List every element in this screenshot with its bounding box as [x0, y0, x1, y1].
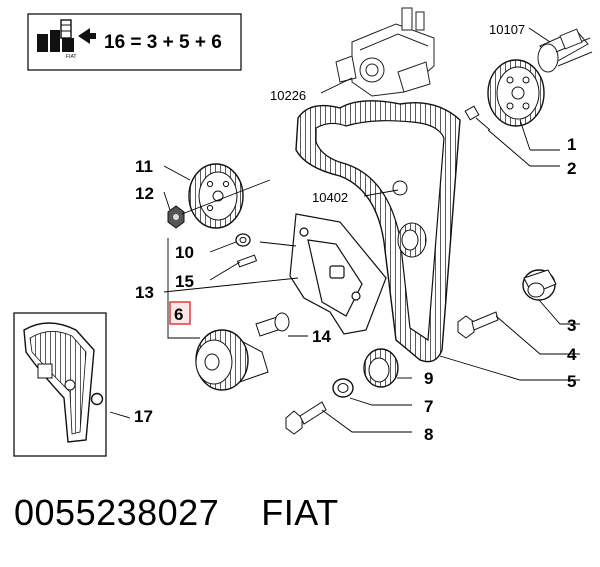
callout-10226: 10226	[270, 88, 306, 103]
part-number: 0055238027	[14, 492, 220, 533]
callout-12: 12	[135, 184, 154, 203]
callout-10107: 10107	[489, 22, 525, 37]
callout-4: 4	[567, 345, 577, 364]
callout-2: 2	[567, 159, 576, 178]
callout-9: 9	[424, 369, 433, 388]
stud-15	[236, 254, 258, 268]
brand-label: FIAT	[261, 492, 339, 533]
callout-11: 11	[135, 157, 153, 176]
callout-7: 7	[424, 397, 433, 416]
bolt-8	[285, 401, 327, 435]
tensioner-pulley	[195, 329, 269, 391]
washer-7	[332, 378, 354, 398]
injection-pump	[335, 7, 435, 97]
camshaft	[537, 28, 593, 73]
timing-belt	[295, 100, 461, 363]
callout-17: 17	[134, 407, 153, 426]
camshaft-pulley	[487, 59, 545, 127]
callout-13: 13	[135, 283, 154, 302]
kit-legend-box: FIAT 16 = 3 + 5 + 6	[27, 13, 242, 71]
bolt-2	[464, 105, 491, 131]
bolt-4	[457, 311, 499, 339]
callout-6: 6	[174, 305, 183, 324]
idler-pulley-upper	[397, 222, 427, 258]
part-footer: 0055238027 FIAT	[14, 492, 339, 534]
roller-3	[522, 269, 557, 301]
inset-box	[13, 312, 107, 457]
svg-text:FIAT: FIAT	[66, 54, 76, 60]
callout-1: 1	[567, 135, 576, 154]
callout-8: 8	[424, 425, 433, 444]
tensioner-bracket	[289, 213, 387, 335]
kit-formula: 16 = 3 + 5 + 6	[104, 32, 222, 53]
callout-15: 15	[175, 272, 194, 291]
callout-14: 14	[312, 327, 331, 346]
pulley-9	[363, 348, 399, 388]
leader-lines	[109, 27, 580, 433]
callout-6-highlight: 6	[169, 301, 191, 325]
belt-pin-10402	[392, 180, 408, 196]
bolt-14	[255, 312, 290, 337]
kit-icon: FIAT	[37, 19, 96, 60]
callout-10402: 10402	[312, 190, 348, 205]
callout-10: 10	[175, 243, 194, 262]
callout-5: 5	[567, 372, 576, 391]
pump-pulley	[188, 163, 244, 229]
nut-12	[167, 205, 185, 229]
callout-3: 3	[567, 316, 576, 335]
